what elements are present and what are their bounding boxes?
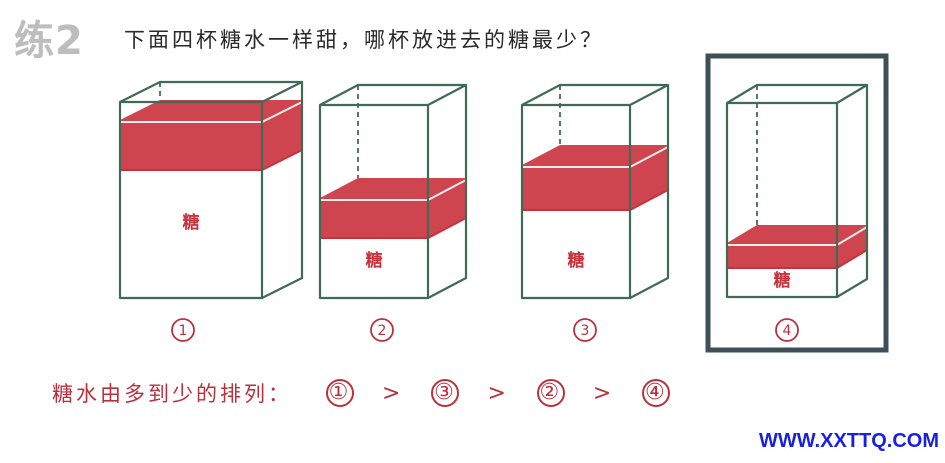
cup-number-circle — [171, 318, 195, 342]
cup-1: 糖1 — [118, 80, 304, 342]
water-layer — [120, 100, 302, 170]
cup-top-face — [119, 80, 304, 103]
answer-highlight-box — [705, 53, 889, 353]
cup-3: 糖3 — [520, 83, 670, 342]
sugar-label: 糖 — [183, 212, 200, 233]
cup-front-face — [725, 101, 839, 299]
water-layer — [727, 225, 867, 268]
greater-than-sign: > — [382, 380, 404, 406]
cup-number-badge: ④ — [642, 379, 671, 407]
cup-front-face — [520, 103, 632, 300]
sugar-label: 糖 — [774, 270, 791, 291]
question-text: 下面四杯糖水一样甜，哪杯放进去的糖最少？ — [124, 28, 604, 52]
cup-side-face — [261, 82, 304, 299]
cup-top-face — [726, 83, 869, 104]
greater-than-sign: > — [592, 380, 615, 406]
site-watermark: WWW.XXTTQ.COM — [759, 430, 939, 452]
cup-number-circle — [573, 318, 597, 342]
greater-than-sign: > — [487, 380, 509, 406]
cup-number-label: 4 — [783, 323, 792, 339]
cup-number-circle — [775, 318, 799, 342]
cup-side-face — [427, 85, 468, 299]
exercise-label: 练2 — [14, 18, 84, 64]
cup-side-face — [836, 85, 869, 298]
cup-number-badge: ③ — [431, 379, 460, 407]
answer-prefix: 糖水由多到少的排列： — [52, 382, 292, 406]
water-layer — [320, 178, 466, 238]
cup-front-face — [118, 100, 264, 300]
answer-line: 糖水由多到少的排列： ① > ③ > ② > ④ — [52, 378, 684, 408]
cup-number-badge: ① — [326, 379, 354, 407]
sugar-label: 糖 — [366, 250, 383, 271]
cup-number-label: 2 — [378, 323, 387, 339]
cup-top-face — [319, 83, 468, 106]
cup-number-label: 3 — [581, 323, 590, 339]
water-layer — [522, 145, 668, 210]
cup-2: 糖2 — [318, 83, 468, 342]
cup-number-badge: ② — [536, 379, 565, 407]
cup-number-label: 1 — [179, 323, 188, 339]
cup-side-face — [629, 85, 670, 299]
cup-top-face — [521, 83, 670, 106]
cup-4: 糖4 — [725, 83, 869, 342]
cup-front-face — [318, 103, 430, 300]
sugar-label: 糖 — [568, 250, 585, 271]
cup-number-circle — [370, 318, 394, 342]
answer-sequence: ① > ③ > ② > ④ — [312, 379, 684, 407]
